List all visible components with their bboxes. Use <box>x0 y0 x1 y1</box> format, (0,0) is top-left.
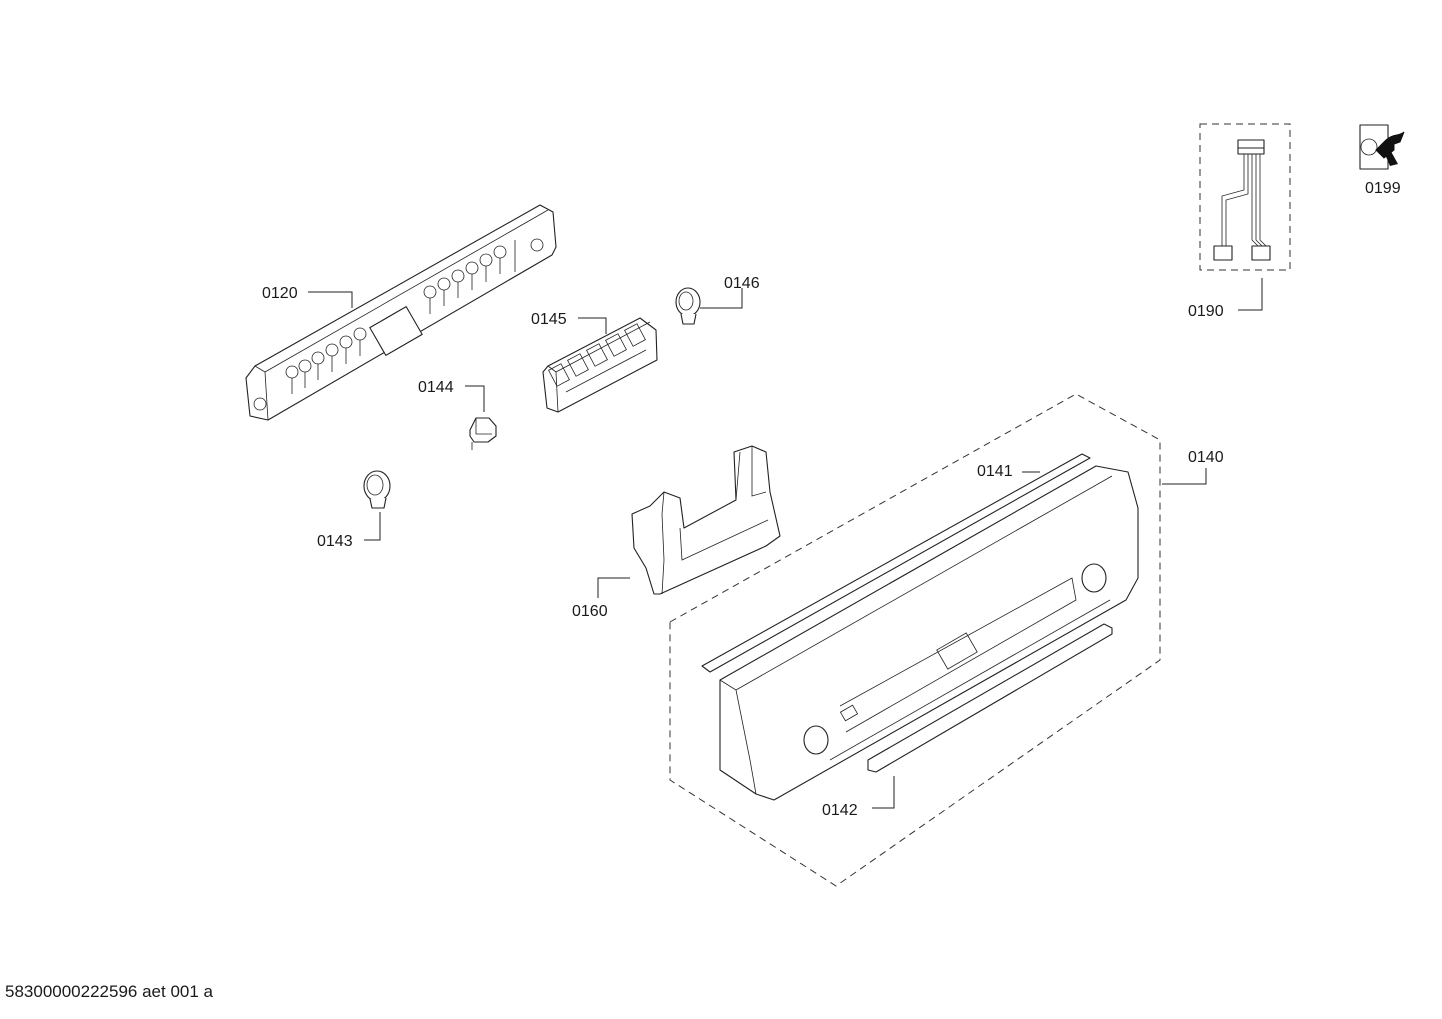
label-0142[interactable]: 0142 <box>822 802 858 819</box>
label-0144[interactable]: 0144 <box>418 379 454 396</box>
document-code: 58300000222596 aet 001 a <box>5 982 213 1001</box>
part-0141-strip[interactable] <box>701 453 1091 673</box>
part-0190-box <box>1199 123 1291 271</box>
leader-0190 <box>1238 278 1263 311</box>
label-0143[interactable]: 0143 <box>317 533 353 550</box>
leader-0146 <box>700 288 743 309</box>
label-0140[interactable]: 0140 <box>1188 449 1224 466</box>
label-0199[interactable]: 0199 <box>1365 180 1401 197</box>
leader-0120 <box>308 291 353 308</box>
assembly-0140-outline <box>669 393 1161 887</box>
part-0142-trim-bar[interactable] <box>867 623 1113 773</box>
part-0190-wiring-harness[interactable] <box>1213 139 1271 261</box>
part-0144-clip[interactable] <box>469 417 497 450</box>
label-0160[interactable]: 0160 <box>572 603 608 620</box>
part-0160-bracket[interactable] <box>631 445 781 595</box>
part-0143-knob[interactable] <box>363 470 391 509</box>
label-0190[interactable]: 0190 <box>1188 303 1224 320</box>
leader-0145 <box>578 317 607 334</box>
part-0199-service-wrench-icon[interactable] <box>1359 124 1405 170</box>
part-0120-control-board[interactable] <box>245 204 557 421</box>
label-0146[interactable]: 0146 <box>724 275 760 292</box>
label-0120[interactable]: 0120 <box>262 285 298 302</box>
leader-0140 <box>1162 468 1207 485</box>
leader-0143 <box>364 512 381 541</box>
leader-0142 <box>872 776 895 809</box>
part-0145-button-strip[interactable] <box>542 317 658 413</box>
part-0146-knob[interactable] <box>675 287 701 325</box>
label-0141[interactable]: 0141 <box>977 463 1013 480</box>
label-0145[interactable]: 0145 <box>531 311 567 328</box>
leader-0160 <box>597 577 630 598</box>
leader-0144 <box>465 385 485 412</box>
part-0140-fascia-panel[interactable] <box>719 465 1139 801</box>
